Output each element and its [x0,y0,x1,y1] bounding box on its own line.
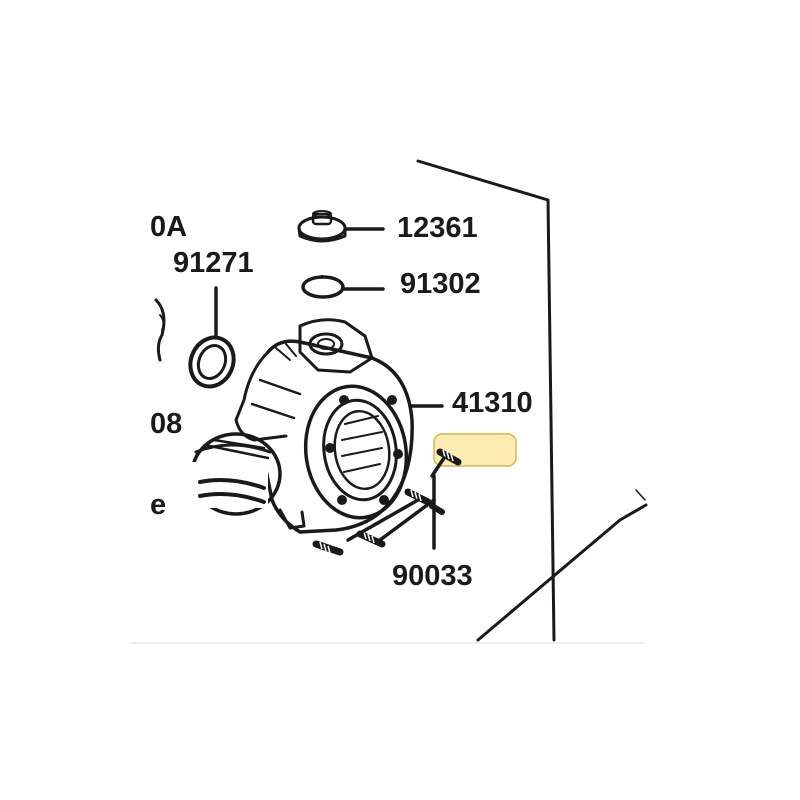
stud-bolt [404,488,432,506]
adjacent-part-fragment [154,298,166,362]
label-91271: 91271 [173,247,254,279]
label-41310: 41310 [452,387,533,419]
masked-area-stripes [198,478,266,504]
label-12361: 12361 [397,212,478,244]
partial-label-mid: 08 [150,408,182,440]
snap-ring-91302[interactable] [301,275,345,299]
partial-label-low: e [150,489,166,521]
highlight-box [433,433,517,467]
leader-90033 [346,456,446,550]
gear-case-41310[interactable] [190,318,415,534]
stud-bolt [356,530,386,548]
stud-bolt [436,448,462,466]
o-ring-91271[interactable] [183,331,241,393]
label-91302: 91302 [400,268,481,300]
label-90033: 90033 [392,560,473,592]
cap-12361[interactable] [297,210,347,243]
page-frame [129,159,648,644]
partial-label-top: 0A [150,211,187,243]
stud-bolt [312,540,344,556]
